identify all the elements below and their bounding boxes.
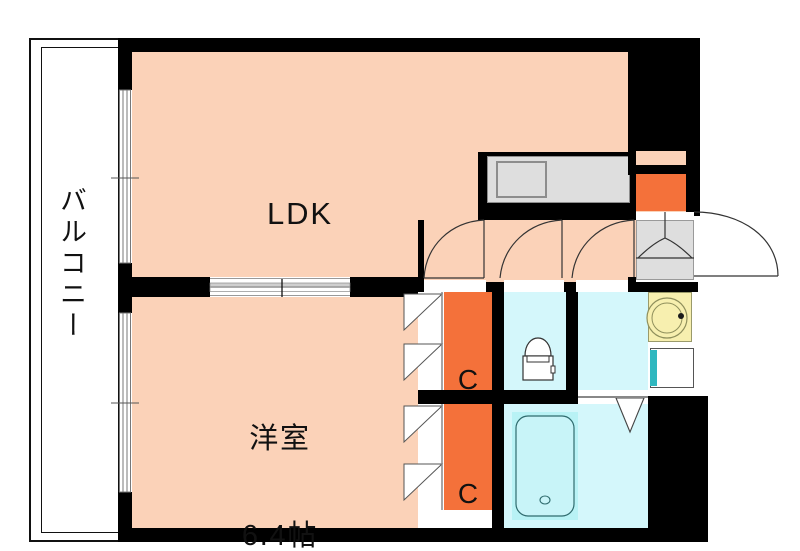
washing-machine-pipe — [650, 350, 657, 386]
kitchen-sink — [496, 161, 547, 198]
threshold-washroom — [576, 280, 636, 290]
balcony-label: バルコニー — [52, 186, 96, 386]
wall-kitchen-right-stub — [628, 145, 636, 175]
wall-ldk-bedroom-left — [132, 277, 210, 297]
balcony-inner-rail — [41, 47, 119, 533]
bathroom-door-swing[interactable] — [614, 396, 650, 436]
closet-lower-label-line1: C — [457, 477, 479, 509]
corridor — [418, 220, 636, 282]
bedroom-room — [132, 297, 418, 528]
entrance-inner-door[interactable] — [636, 212, 694, 274]
wall-shoe-closet-top — [628, 165, 686, 174]
wall-right-upper — [686, 38, 700, 168]
closet-lower-doors[interactable] — [403, 404, 444, 510]
entrance-door[interactable] — [693, 211, 780, 278]
shoe-closet — [636, 173, 686, 211]
wall-left-bottom — [118, 492, 132, 542]
window-ldk-balcony[interactable] — [111, 89, 139, 264]
wall-top — [118, 38, 700, 52]
closet-lower — [444, 404, 492, 510]
threshold-toilet — [504, 280, 564, 290]
door-ldk-to-corridor[interactable] — [423, 219, 486, 280]
closet-upper — [444, 292, 492, 390]
sliding-door-ldk-bedroom[interactable] — [209, 278, 351, 297]
wall-bathroom-left — [492, 404, 504, 528]
bedroom-label-line1: 洋室 — [249, 422, 311, 455]
wall-between-closets — [418, 390, 500, 404]
wall-bottom — [118, 528, 708, 542]
closet-lower-label: C L — [444, 420, 492, 551]
wall-washroom-top — [648, 282, 698, 292]
door-washroom[interactable] — [571, 219, 636, 280]
wall-bottom-right-mass — [648, 396, 708, 542]
wall-right-mid — [686, 151, 700, 216]
ldk-label-line1: LDK — [267, 196, 333, 232]
wall-wet-top-a — [418, 282, 424, 292]
wall-toilet-bottom — [504, 390, 578, 404]
washbasin — [646, 292, 692, 342]
window-bedroom-balcony[interactable] — [111, 312, 139, 493]
wall-wet-top-b — [486, 282, 504, 292]
washing-machine-space — [650, 348, 694, 388]
closet-upper-doors[interactable] — [403, 292, 444, 390]
threshold-ldk — [424, 280, 486, 290]
wall-left-top — [118, 38, 132, 90]
toilet-fixture — [518, 320, 558, 384]
closet-upper-label-line1: C — [457, 363, 479, 395]
wall-wet-top-c — [564, 282, 576, 292]
door-toilet[interactable] — [499, 219, 564, 280]
wall-toilet-right — [566, 292, 578, 390]
wall-ldk-bedroom-right — [350, 277, 418, 297]
washroom — [578, 292, 648, 390]
bedroom-label: 洋室 6.4帖 — [185, 358, 375, 551]
bathtub — [512, 412, 578, 520]
wall-corridor-top-right — [628, 277, 636, 292]
bathroom-door-rail — [578, 396, 648, 398]
wall-left-mid — [118, 263, 132, 313]
bedroom-label-line2: 6.4帖 — [241, 520, 319, 551]
wall-corridor-left — [418, 220, 424, 282]
balcony-label-text: バルコニー — [56, 186, 86, 343]
